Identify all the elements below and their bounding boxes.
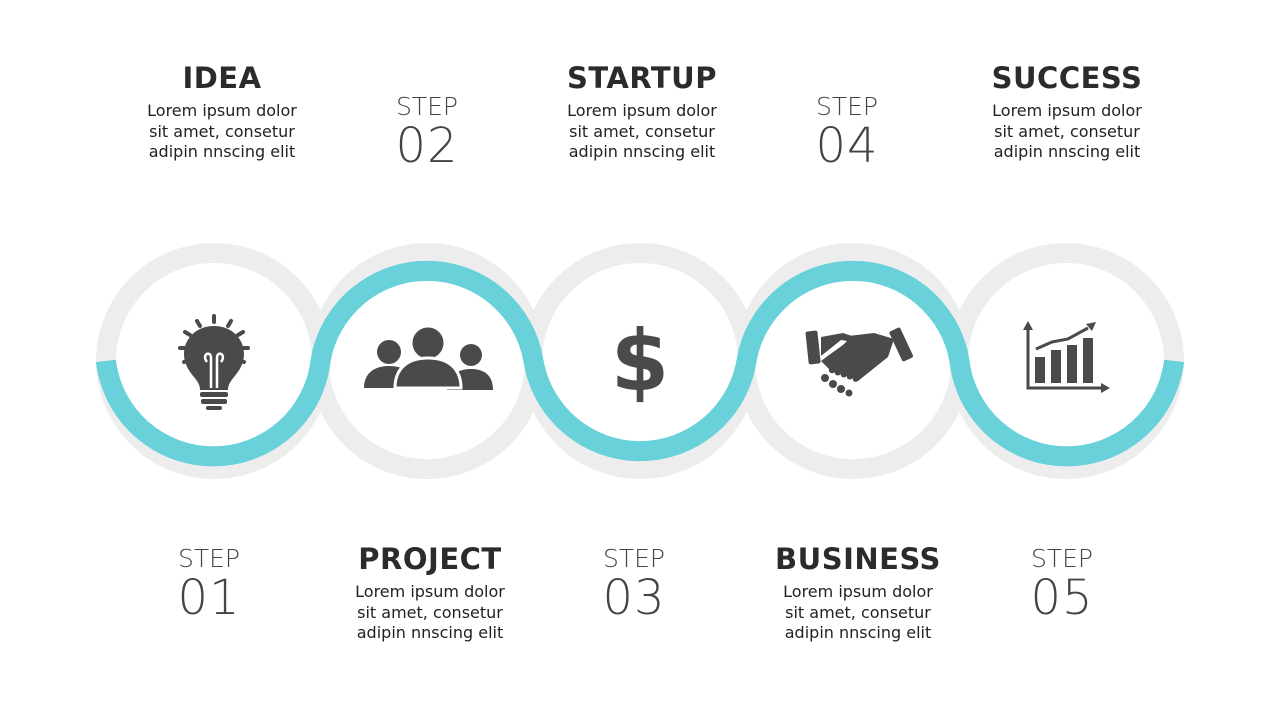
- handshake-icon: [805, 327, 913, 397]
- step-2-title: PROJECT: [358, 542, 502, 576]
- lightbulb-icon: [178, 314, 250, 410]
- step-1-label: STEP 01: [177, 544, 241, 626]
- step-2-label: STEP 02: [395, 92, 459, 174]
- step-2-description: Lorem ipsum dolor sit amet, consetur adi…: [355, 582, 505, 642]
- step-1-title: IDEA: [182, 61, 262, 95]
- team-icon: [364, 324, 493, 390]
- step-3-title: STARTUP: [567, 61, 717, 95]
- step-5-title: SUCCESS: [991, 61, 1143, 95]
- step-5-description: Lorem ipsum dolor sit amet, consetur adi…: [992, 101, 1142, 161]
- step-3-label: STEP 03: [602, 544, 666, 626]
- step-5-info: SUCCESS Lorem ipsum dolor sit amet, cons…: [937, 61, 1197, 163]
- step-1-description: Lorem ipsum dolor sit amet, consetur adi…: [147, 101, 297, 161]
- growth-chart-icon: [1023, 321, 1110, 393]
- step-4-info: BUSINESS Lorem ipsum dolor sit amet, con…: [728, 542, 988, 644]
- step-4-label: STEP 04: [815, 92, 879, 174]
- step-1-info: IDEA Lorem ipsum dolor sit amet, consetu…: [92, 61, 352, 163]
- dollar-icon: $: [611, 312, 669, 410]
- step-3-info: STARTUP Lorem ipsum dolor sit amet, cons…: [512, 61, 772, 163]
- step-4-title: BUSINESS: [775, 542, 941, 576]
- step-5-label: STEP 05: [1030, 544, 1094, 626]
- svg-text:$: $: [611, 312, 669, 410]
- step-2-info: PROJECT Lorem ipsum dolor sit amet, cons…: [300, 542, 560, 644]
- step-3-description: Lorem ipsum dolor sit amet, consetur adi…: [567, 101, 717, 161]
- step-4-description: Lorem ipsum dolor sit amet, consetur adi…: [783, 582, 933, 642]
